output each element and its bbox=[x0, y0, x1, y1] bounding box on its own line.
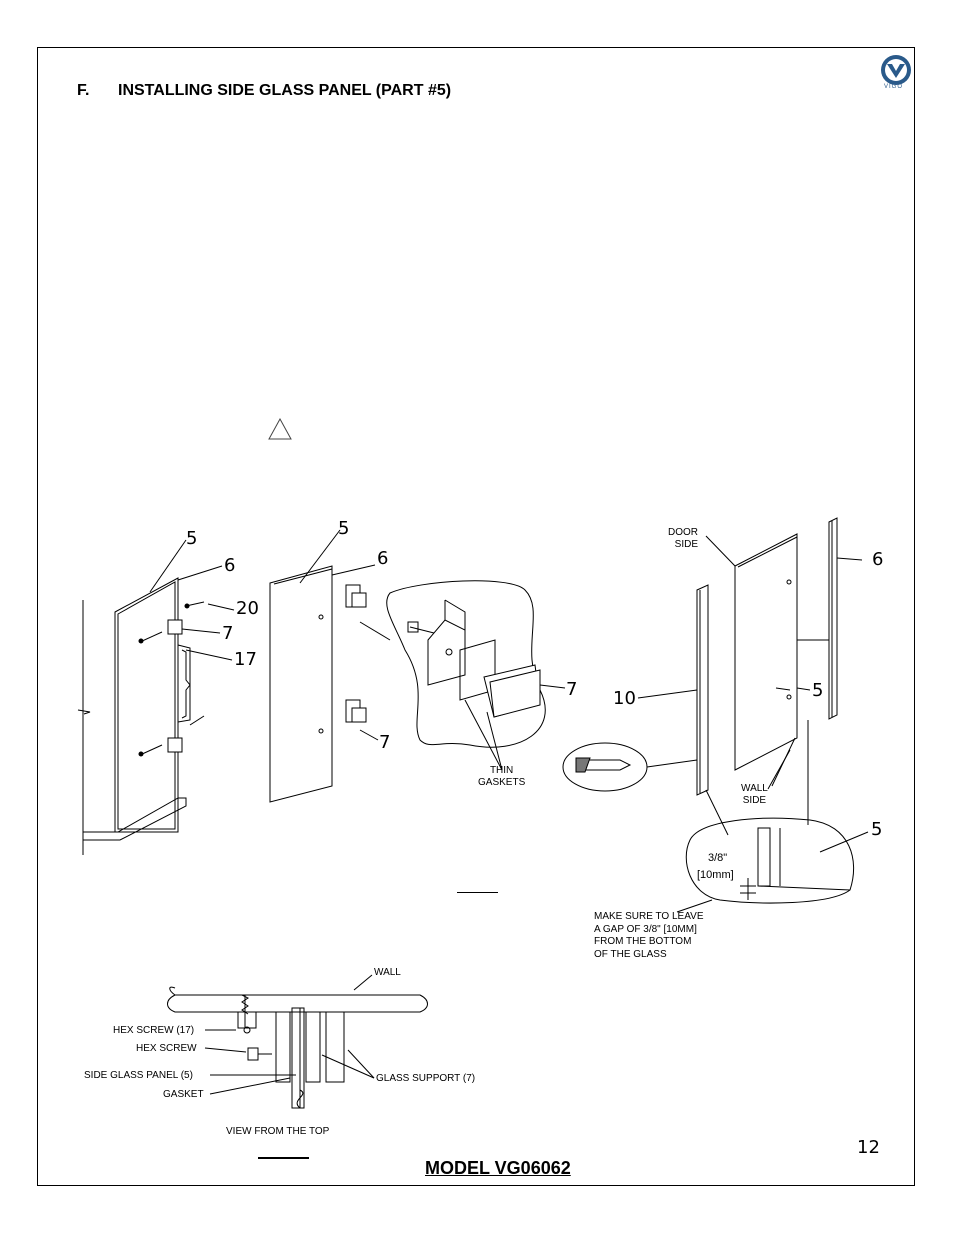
vigo-logo-icon bbox=[881, 55, 911, 85]
callout-7: 7 bbox=[222, 623, 234, 644]
wall-side-label: WALL SIDE bbox=[741, 783, 768, 806]
callout-5: 5 bbox=[186, 528, 198, 549]
glass-support-label: GLASS SUPPORT (7) bbox=[376, 1073, 476, 1084]
callout-17: 17 bbox=[234, 649, 257, 670]
model-number: MODEL VG06062 bbox=[425, 1158, 571, 1178]
hex-screw-17-label: HEX SCREW (17) bbox=[113, 1025, 195, 1036]
gap-dimension-mm: [10mm] bbox=[697, 869, 734, 881]
logo-text: VIGO bbox=[884, 84, 904, 90]
gap-note: MAKE SURE TO LEAVE A GAP OF 3/8" [10MM] … bbox=[594, 911, 704, 960]
callout-6: 6 bbox=[224, 555, 236, 576]
top-view-caption: VIEW FROM THE TOP bbox=[226, 1126, 330, 1137]
hex-screw-label: HEX SCREW bbox=[136, 1043, 197, 1054]
warning-triangle-icon bbox=[268, 418, 292, 440]
section-letter: F. bbox=[77, 82, 90, 99]
section-title: INSTALLING SIDE GLASS PANEL (PART #5) bbox=[118, 82, 452, 99]
underline-mark bbox=[258, 1157, 309, 1159]
callout-7: 7 bbox=[379, 732, 391, 753]
wall-label: WALL bbox=[374, 967, 401, 978]
callout-20: 20 bbox=[236, 598, 259, 619]
callout-7: 7 bbox=[566, 679, 578, 700]
door-side-label: DOOR SIDE bbox=[668, 527, 698, 550]
top-view-drawing bbox=[167, 974, 428, 1109]
callout-5: 5 bbox=[871, 819, 883, 840]
page-number: 12 bbox=[857, 1137, 880, 1158]
thin-gaskets-label: THIN GASKETS bbox=[478, 765, 526, 788]
callout-10: 10 bbox=[613, 688, 636, 709]
gap-dimension: 3/8" bbox=[708, 852, 728, 864]
figure1-panel bbox=[77, 539, 235, 855]
callout-6: 6 bbox=[872, 549, 884, 570]
side-glass-panel-label: SIDE GLASS PANEL (5) bbox=[84, 1070, 193, 1081]
callout-5: 5 bbox=[338, 518, 350, 539]
gasket-label: GASKET bbox=[163, 1089, 204, 1100]
underline-mark bbox=[457, 892, 498, 893]
callout-6: 6 bbox=[377, 548, 389, 569]
page-border bbox=[37, 47, 915, 1186]
section-heading: F. INSTALLING SIDE GLASS PANEL (PART #5) bbox=[77, 82, 451, 100]
figure2-panel bbox=[269, 529, 566, 803]
callout-5: 5 bbox=[812, 680, 824, 701]
figure3-panel bbox=[562, 517, 869, 913]
